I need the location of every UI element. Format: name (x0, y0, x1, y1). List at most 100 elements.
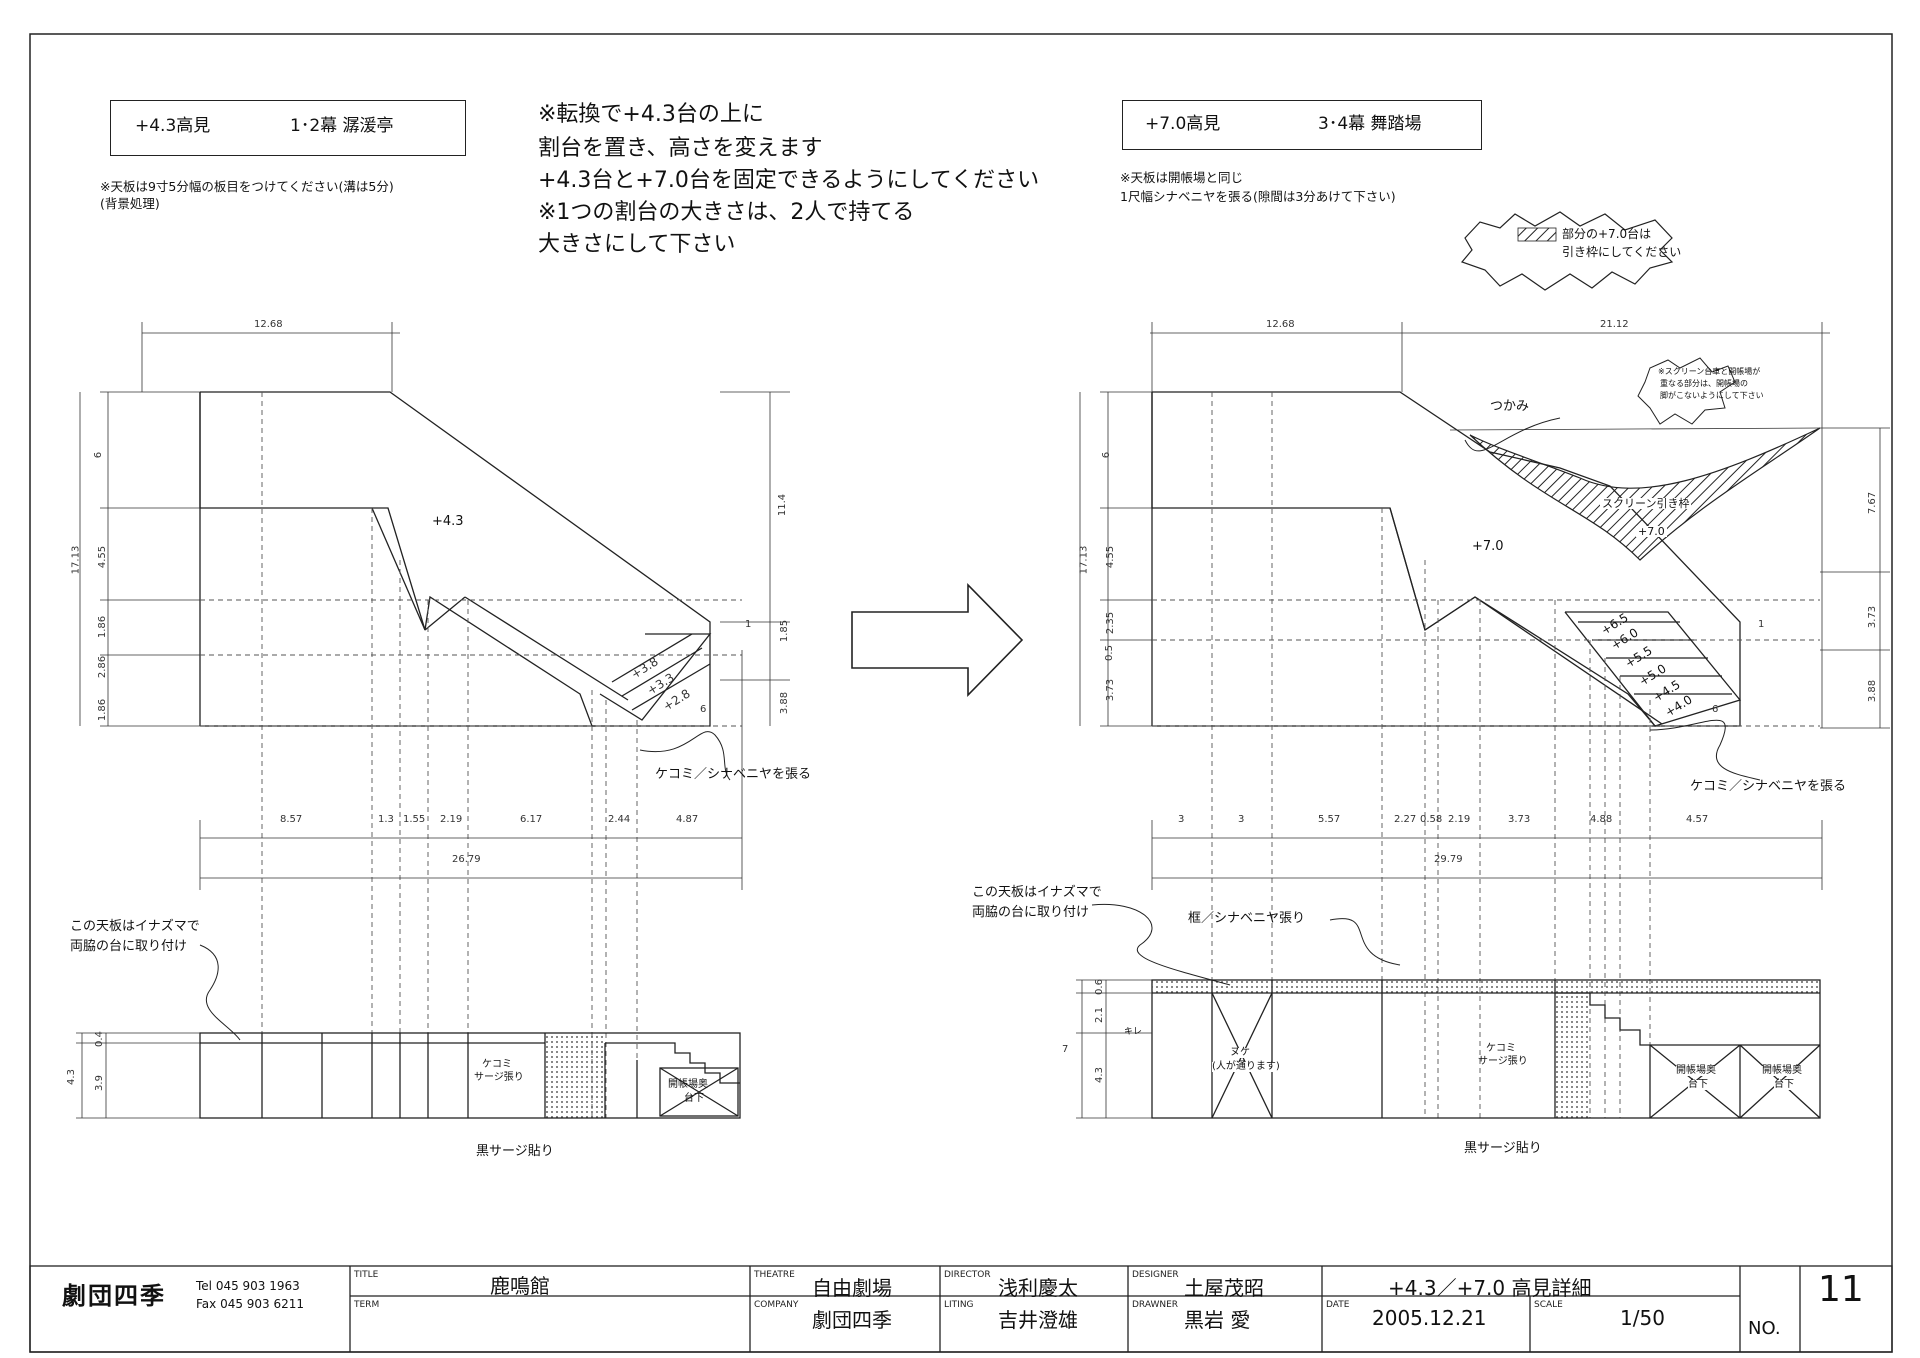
right-elev-dim: 2.1 (1093, 1007, 1105, 1023)
right-kaicho-label: 開帳場奥 (1676, 1065, 1716, 1076)
right-note-line1: ※天板は開帳場と同じ (1120, 170, 1243, 185)
right-dim-v: 4.55 (1105, 545, 1117, 569)
right-bottom-dim: 4.57 (1686, 814, 1709, 825)
left-leaders (199, 731, 731, 1041)
right-bottom-dim: 2.27 (1394, 814, 1417, 825)
left-inazuma-note: この天板はイナズマで (70, 919, 200, 934)
left-serge-dots (545, 1033, 605, 1118)
screen-frame-label: スクリーン引き枠 (1600, 497, 1692, 510)
left-dim-right: 3.88 (779, 691, 791, 715)
right-dim-lines (1079, 322, 1890, 890)
right-step-side-dim: 1 (1758, 619, 1765, 630)
left-dim-v: 1.86 (97, 615, 109, 639)
title-block-lines (29, 1265, 1893, 1353)
company-tel: Tel 045 903 1963 (196, 1279, 300, 1293)
left-elevation (199, 1032, 741, 1119)
right-total-height: 17.13 (1078, 545, 1090, 575)
screen-note: ※スクリーン台車と開帳場が (1658, 367, 1761, 376)
right-black-serge: 黒サージ貼り (1464, 1141, 1542, 1156)
right-elev-dim: 4.3 (1093, 1067, 1105, 1083)
lighting-caption: LITING (944, 1300, 974, 1310)
left-elev-dim: 0.4 (93, 1031, 105, 1047)
cloud-note: 引き枠にしてください (1562, 245, 1682, 259)
left-bottom-dim: 6.17 (520, 814, 543, 825)
drawer-caption: DRAWNER (1132, 1300, 1179, 1310)
left-height-label: +4.3高見 (135, 116, 211, 136)
left-kaicho-label: 開帳場奥 (668, 1079, 708, 1090)
left-step-depth: 6 (700, 704, 707, 715)
left-plan (199, 391, 712, 727)
designer-value: 土屋茂昭 (1184, 1276, 1264, 1300)
screen-frame-hatched (1469, 427, 1821, 561)
left-note-line1: ※天板は9寸5分幅の板目をつけてください(溝は5分) (100, 179, 394, 194)
left-total-width: 26.79 (452, 854, 481, 865)
company-logo: 劇団四季 (62, 1282, 166, 1310)
theatre-value: 自由劇場 (812, 1276, 892, 1300)
left-elev-dims (76, 1032, 200, 1119)
left-platform-label: +4.3 (432, 514, 464, 529)
right-bottom-dim: 3 (1178, 814, 1185, 825)
term-caption: TERM (354, 1300, 380, 1310)
left-inazuma-note: 両脇の台に取り付け (70, 939, 188, 954)
right-bottom-dim: 5.57 (1318, 814, 1341, 825)
right-height-label: +7.0高見 (1145, 114, 1221, 134)
left-serge-label: サージ張り (474, 1072, 524, 1083)
left-step-side-dim: 1 (745, 619, 752, 630)
screen-note: 重なる部分は、開帳場の (1660, 379, 1748, 388)
right-top-dim: 21.12 (1600, 319, 1629, 330)
right-plan-hidden-lines (1152, 392, 1820, 1118)
left-kekomi-note: ケコミ／シナベニヤを張る (655, 767, 812, 782)
number-label: NO. (1748, 1318, 1781, 1339)
right-bottom-dim: 0.58 (1420, 814, 1443, 825)
center-note-line: ※1つの割台の大きさは、2人で持てる (538, 200, 915, 225)
cloud-note: 部分の+7.0台は (1562, 227, 1652, 241)
right-dim-right: 3.88 (1867, 679, 1879, 703)
drawing-subtitle: +4.3／+7.0 高見詳細 (1388, 1276, 1592, 1300)
right-top-board-dots (1152, 980, 1820, 993)
right-total-width: 29.79 (1434, 854, 1463, 865)
left-black-serge: 黒サージ貼り (476, 1144, 554, 1159)
tsukami-label: つかみ (1490, 399, 1530, 414)
theatre-caption: THEATRE (754, 1270, 795, 1280)
left-note-line2: (背景処理) (100, 196, 160, 211)
right-step-depth: 6 (1712, 704, 1719, 715)
center-note-line: +4.3台と+7.0台を固定できるようにしてください (538, 168, 1040, 193)
left-dim-lines (79, 322, 790, 890)
right-elev-dims (1076, 979, 1152, 1119)
drawer-value: 黒岩 愛 (1184, 1308, 1251, 1332)
designer-caption: DESIGNER (1132, 1270, 1179, 1280)
right-bottom-dim: 4.88 (1590, 814, 1613, 825)
right-serge-dots (1555, 993, 1590, 1118)
right-bottom-dim: 2.19 (1448, 814, 1471, 825)
company-fax: Fax 045 903 6211 (196, 1297, 305, 1311)
left-dim-right: 1.85 (779, 619, 791, 643)
left-bottom-dim: 2.44 (608, 814, 631, 825)
left-header-box (110, 100, 466, 156)
kire-label: キレ (1124, 1027, 1143, 1037)
left-dim-v: 1.86 (97, 698, 109, 722)
right-dim-v: 0.5 (1103, 645, 1115, 661)
left-elev-total: 4.3 (65, 1069, 77, 1085)
transition-arrow (851, 583, 1024, 697)
right-frame-note: 框／シナベニヤ張り (1188, 911, 1306, 926)
right-serge-label: ケコミ (1486, 1043, 1516, 1054)
right-bottom-dim: 3.73 (1508, 814, 1531, 825)
company-value: 劇団四季 (812, 1308, 892, 1332)
left-kaicho-label: 台下 (684, 1093, 704, 1104)
right-dim-right: 3.73 (1867, 605, 1879, 629)
nuke-label: ヌケ (1230, 1047, 1250, 1058)
left-dim-v: 2.86 (97, 655, 109, 679)
right-kekomi-note: ケコミ／シナベニヤを張る (1690, 779, 1847, 794)
date-value: 2005.12.21 (1372, 1306, 1487, 1330)
left-top-dim: 12.68 (254, 319, 283, 330)
left-bottom-dim: 4.87 (676, 814, 699, 825)
right-act-label: 3･4幕 舞踏場 (1318, 114, 1422, 134)
right-top-dim: 12.68 (1266, 319, 1295, 330)
right-dim-v: 3.73 (1105, 678, 1117, 702)
nuke-label: (人が通ります) (1212, 1061, 1280, 1072)
center-note-line: 割台を置き、高さを変えます (538, 136, 823, 161)
lighting-value: 吉井澄雄 (998, 1308, 1078, 1332)
right-dim-v: 2.35 (1105, 611, 1117, 635)
